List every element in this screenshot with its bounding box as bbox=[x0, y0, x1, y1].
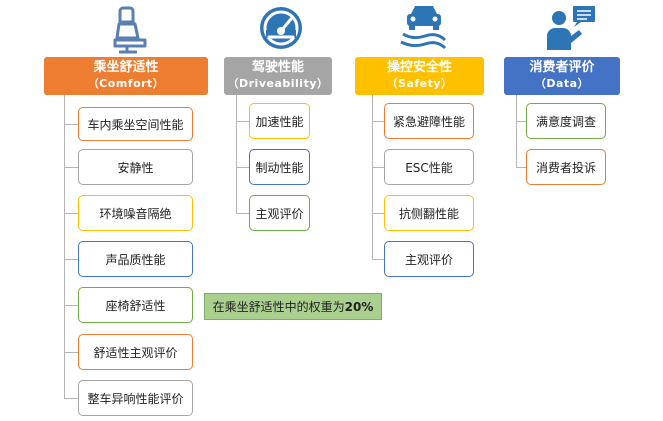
speedometer-icon bbox=[260, 7, 302, 49]
driveability-item: 加速性能 bbox=[249, 103, 310, 139]
safety-item: 紧急避障性能 bbox=[384, 103, 474, 139]
category-subtitle: （Data） bbox=[534, 77, 590, 90]
comfort-item: 环境噪音隔绝 bbox=[78, 195, 193, 231]
category-subtitle: （Comfort） bbox=[87, 77, 165, 90]
category-subtitle: （Safety） bbox=[386, 77, 453, 90]
category-header-data: 消费者评价 （Data） bbox=[504, 57, 620, 95]
safety-item: ESC性能 bbox=[384, 149, 474, 185]
category-title: 驾驶性能 bbox=[251, 60, 304, 75]
connector-comfort-branch bbox=[64, 305, 78, 306]
connector-data-branch bbox=[516, 121, 526, 122]
driveability-item: 主观评价 bbox=[249, 195, 310, 231]
connector-drive-branch bbox=[236, 167, 249, 168]
weight-note-text: 在乘坐舒适性中的权重为 bbox=[212, 300, 345, 314]
connector-safety-trunk bbox=[372, 95, 373, 260]
driveability-item: 制动性能 bbox=[249, 149, 310, 185]
connector-comfort-branch bbox=[64, 167, 78, 168]
connector-comfort-branch bbox=[64, 259, 78, 260]
connector-safety-branch bbox=[372, 213, 384, 214]
connector-comfort-branch bbox=[64, 352, 78, 353]
comfort-item: 座椅舒适性 bbox=[78, 287, 193, 323]
safety-item: 主观评价 bbox=[384, 241, 474, 277]
connector-safety-branch bbox=[372, 167, 384, 168]
category-header-safety: 操控安全性 （Safety） bbox=[355, 57, 484, 95]
safety-item: 抗侧翻性能 bbox=[384, 195, 474, 231]
category-subtitle: （Driveability） bbox=[227, 77, 329, 90]
comfort-item: 车内乘坐空间性能 bbox=[78, 107, 193, 141]
connector-data-branch bbox=[516, 167, 526, 168]
comfort-item: 声品质性能 bbox=[78, 241, 193, 277]
connector-safety-branch bbox=[372, 259, 384, 260]
connector-drive-trunk bbox=[236, 95, 237, 214]
consumer-feedback-icon bbox=[547, 6, 595, 50]
comfort-item: 舒适性主观评价 bbox=[78, 334, 193, 370]
data-item: 消费者投诉 bbox=[526, 149, 606, 185]
category-title: 消费者评价 bbox=[529, 60, 595, 75]
weight-note-value: 20% bbox=[344, 299, 374, 314]
connector-drive-branch bbox=[236, 121, 249, 122]
connector-comfort-branch bbox=[64, 398, 78, 399]
connector-comfort-branch bbox=[64, 213, 78, 214]
comfort-item: 整车异响性能评价 bbox=[78, 380, 193, 416]
connector-drive-branch bbox=[236, 213, 249, 214]
connector-comfort-trunk bbox=[64, 95, 65, 399]
category-header-driveability: 驾驶性能 （Driveability） bbox=[224, 57, 332, 95]
connector-safety-branch bbox=[372, 121, 384, 122]
connector-comfort-branch bbox=[64, 124, 78, 125]
skidding-car-icon bbox=[400, 6, 447, 50]
category-header-comfort: 乘坐舒适性 （Comfort） bbox=[44, 57, 208, 95]
car-seat-icon bbox=[113, 6, 147, 54]
data-item: 满意度调查 bbox=[526, 103, 606, 139]
category-title: 操控安全性 bbox=[386, 60, 452, 75]
category-title: 乘坐舒适性 bbox=[93, 60, 159, 75]
comfort-item: 安静性 bbox=[78, 149, 193, 185]
connector-data-trunk bbox=[516, 95, 517, 168]
